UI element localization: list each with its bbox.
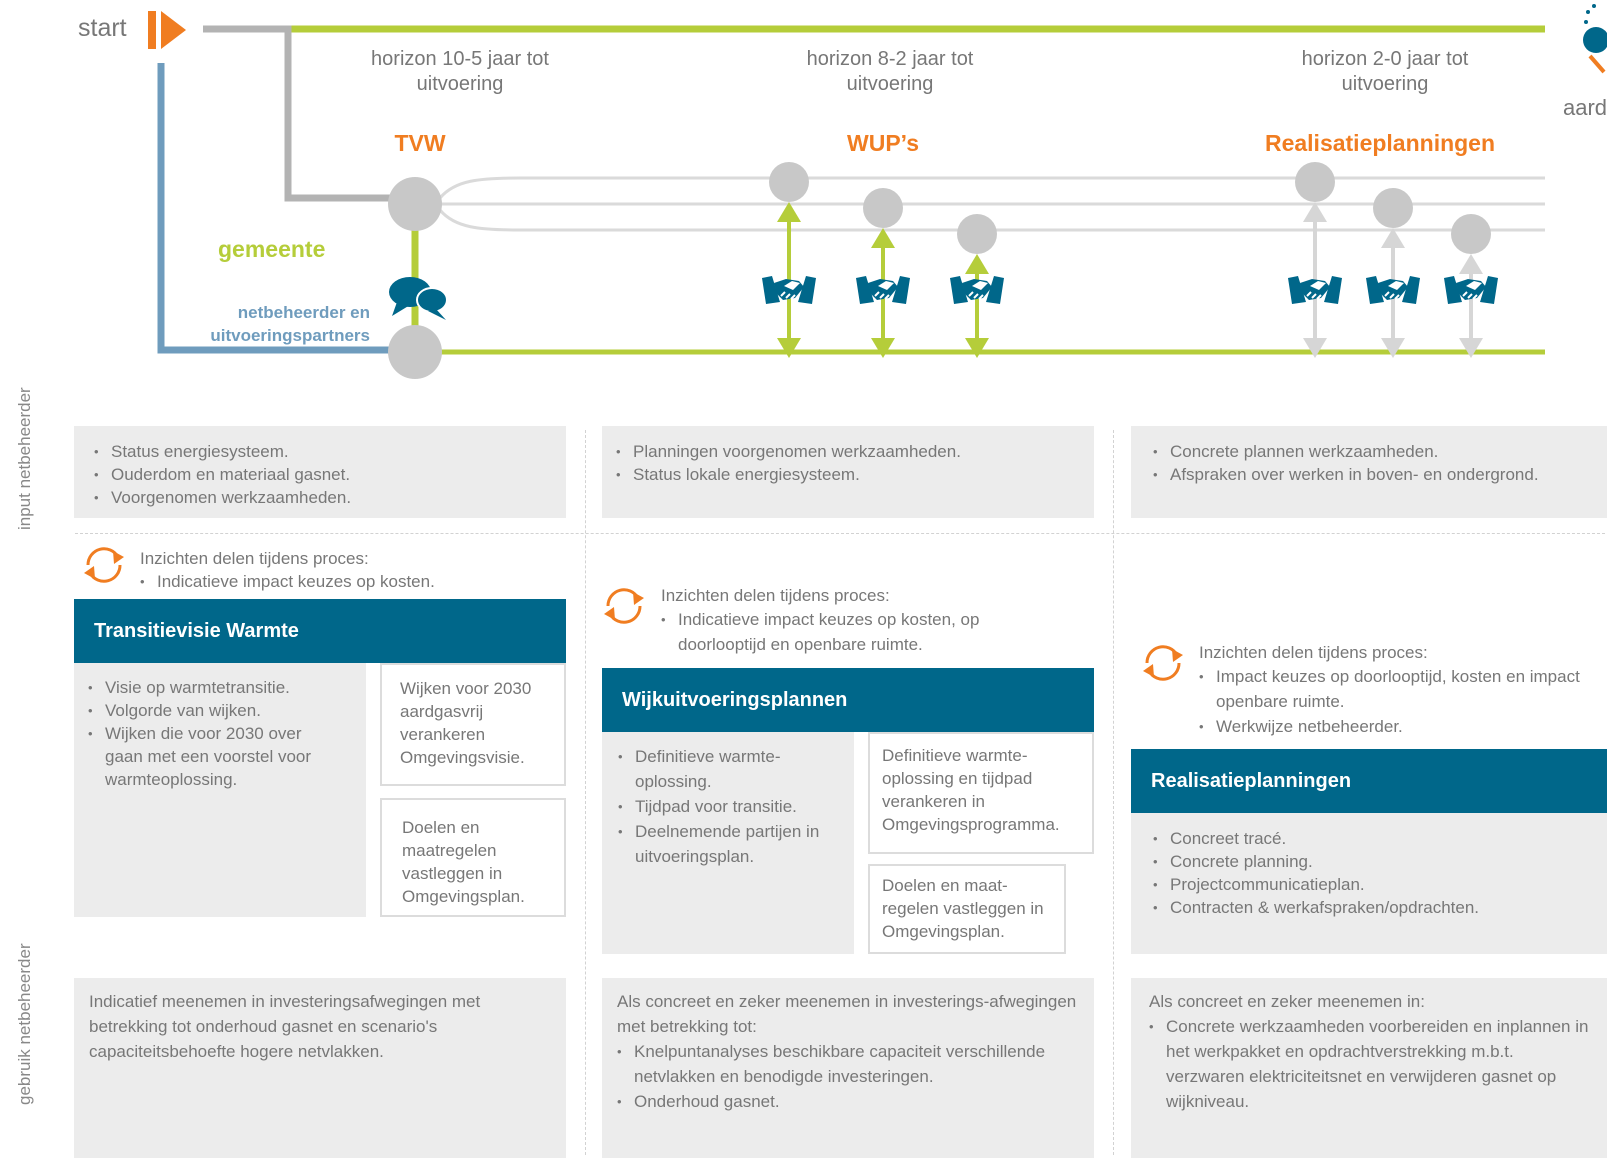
content-box: Visie op warmtetransitie. Volgorde van w…: [74, 663, 366, 917]
realisatie-connectors: [1295, 162, 1491, 358]
banner-title: Wijkuitvoeringsplannen: [602, 668, 1094, 732]
list-item: Concreet tracé.: [1153, 827, 1607, 850]
list-item: Impact keuzes op doorlooptijd, kosten en…: [1199, 664, 1599, 714]
column-separator: [1113, 430, 1114, 1155]
column-separator: [585, 430, 586, 1155]
list-item: Knelpuntanalyses beschikbare capaciteit …: [617, 1039, 1080, 1089]
list-item: Contracten & werkafspraken/opdrachten.: [1153, 896, 1607, 919]
list-item: Indicatieve impact keuzes op kosten, op …: [661, 607, 1031, 657]
content-box: Definitieve warmte-oplossing. Tijdpad vo…: [602, 732, 854, 954]
usage-text: Indicatief meenemen in investeringsafweg…: [89, 992, 481, 1061]
input-box: Planningen voorgenomen werkzaamheden. St…: [602, 426, 1094, 518]
insights-title: Inzichten delen tijdens proces:: [1199, 643, 1428, 662]
input-list: Planningen voorgenomen werkzaamheden. St…: [616, 440, 1094, 486]
list-item: Projectcommunicatieplan.: [1153, 873, 1607, 896]
phase-label-realisatie: Realisatieplanningen: [1264, 130, 1496, 156]
horizon-label: horizon 2-0 jaar tot uitvoering: [1301, 48, 1469, 95]
content-list: Definitieve warmte-oplossing. Tijdpad vo…: [618, 744, 840, 869]
insights-list: Indicatieve impact keuzes op kosten, op …: [661, 607, 1031, 657]
list-item: Status energiesysteem.: [94, 440, 566, 463]
list-item: Tijdpad voor transitie.: [618, 794, 840, 819]
list-item: Onderhoud gasnet.: [617, 1089, 1080, 1114]
start-connector-line: [203, 25, 415, 202]
banner-title: Realisatieplanningen: [1131, 749, 1607, 813]
content-list: Visie op warmtetransitie. Volgorde van w…: [88, 676, 336, 791]
list-item: Definitieve warmte-oplossing.: [618, 744, 840, 794]
usage-list: Knelpuntanalyses beschikbare capaciteit …: [617, 1039, 1080, 1114]
insights-list: Indicatieve impact keuzes op kosten.: [140, 570, 570, 593]
list-item: Concrete werkzaamheden voorbereiden en i…: [1149, 1014, 1595, 1114]
insights: Inzichten delen tijdens proces: Impact k…: [1199, 641, 1599, 739]
start-label: start: [78, 14, 127, 42]
insights-list: Impact keuzes op doorlooptijd, kosten en…: [1199, 664, 1599, 739]
horizon-label: horizon 8-2 jaar tot uitvoering: [806, 48, 974, 95]
usage-box: Als concreet en zeker meenemen in: Concr…: [1131, 978, 1607, 1158]
row-separator: [75, 533, 1605, 534]
chat-icon: [389, 277, 448, 320]
list-item: Volgorde van wijken.: [88, 699, 336, 722]
usage-intro: Als concreet en zeker meenemen in:: [1149, 992, 1425, 1011]
timeline-diagram: [148, 4, 1607, 379]
list-item: Concrete planning.: [1153, 850, 1607, 873]
list-item: Concrete plannen werkzaamheden.: [1153, 440, 1607, 463]
side-box: Wijken voor 2030 aardgasvrij verankeren …: [380, 663, 566, 786]
netbeheerder-connector-line: [157, 63, 415, 354]
list-item: Status lokale energiesysteem.: [616, 463, 1094, 486]
refresh-icon: [84, 547, 124, 583]
list-item: Planningen voorgenomen werkzaamheden.: [616, 440, 1094, 463]
input-box: Status energiesysteem. Ouderdom en mater…: [74, 426, 566, 518]
phase-label-tvw: TVW: [394, 130, 446, 156]
phase-label-wup: WUP’s: [847, 130, 919, 156]
side-box: Doelen en maatregelen vastleggen in Omge…: [380, 798, 566, 917]
list-item: Wijken die voor 2030 over gaan met een v…: [88, 722, 336, 791]
list-item: Indicatieve impact keuzes op kosten.: [140, 570, 570, 593]
insights: Inzichten delen tijdens proces: Indicati…: [661, 584, 1031, 657]
list-item: Deelnemende partijen in uitvoeringsplan.: [618, 819, 840, 869]
lane-label-gemeente: gemeente: [218, 236, 326, 262]
input-list: Concrete plannen werkzaamheden. Afsprake…: [1153, 440, 1607, 486]
input-list: Status energiesysteem. Ouderdom en mater…: [94, 440, 566, 509]
usage-intro: Als concreet en zeker meenemen in invest…: [617, 992, 1077, 1036]
insights: Inzichten delen tijdens proces: Indicati…: [140, 547, 570, 593]
list-item: Visie op warmtetransitie.: [88, 676, 336, 699]
lane-label-netbeheerder: netbeheerder en uitvoeringspartners: [210, 303, 370, 345]
side-box: Doelen en maat-regelen vastleggen in Omg…: [868, 864, 1066, 954]
usage-box: Indicatief meenemen in investeringsafweg…: [74, 978, 566, 1158]
start-arrow-icon: [148, 11, 186, 49]
content-list: Concreet tracé. Concrete planning. Proje…: [1153, 827, 1607, 919]
row-label-input: input netbeheerder: [15, 387, 34, 530]
refresh-icon: [1143, 645, 1183, 681]
end-label: aardgasvrij: [1563, 95, 1607, 120]
usage-list: Concrete werkzaamheden voorbereiden en i…: [1149, 1014, 1595, 1114]
side-box: Definitieve warmte-oplossing en tijdpad …: [868, 732, 1094, 854]
usage-box: Als concreet en zeker meenemen in invest…: [602, 978, 1094, 1158]
banner-title: Transitievisie Warmte: [74, 599, 566, 663]
tvw-node: [388, 177, 442, 231]
list-item: Afspraken over werken in boven- en onder…: [1153, 463, 1607, 486]
list-item: Ouderdom en materiaal gasnet.: [94, 463, 566, 486]
input-box: Concrete plannen werkzaamheden. Afsprake…: [1131, 426, 1607, 518]
horizon-label: horizon 10-5 jaar tot uitvoering: [371, 48, 549, 95]
list-item: Voorgenomen werkzaamheden.: [94, 486, 566, 509]
insights-title: Inzichten delen tijdens proces:: [140, 549, 369, 568]
wup-connectors: [769, 162, 997, 358]
branch-lines: [438, 176, 1545, 232]
content-box: Concreet tracé. Concrete planning. Proje…: [1131, 813, 1607, 954]
list-item: Werkwijze netbeheerder.: [1199, 714, 1599, 739]
insights-title: Inzichten delen tijdens proces:: [661, 586, 890, 605]
row-label-gebruik: gebruik netbeheerder: [15, 943, 34, 1105]
refresh-icon: [604, 588, 644, 624]
tvw-net-node: [388, 325, 442, 379]
aardgasvrij-icon: [1583, 4, 1607, 74]
